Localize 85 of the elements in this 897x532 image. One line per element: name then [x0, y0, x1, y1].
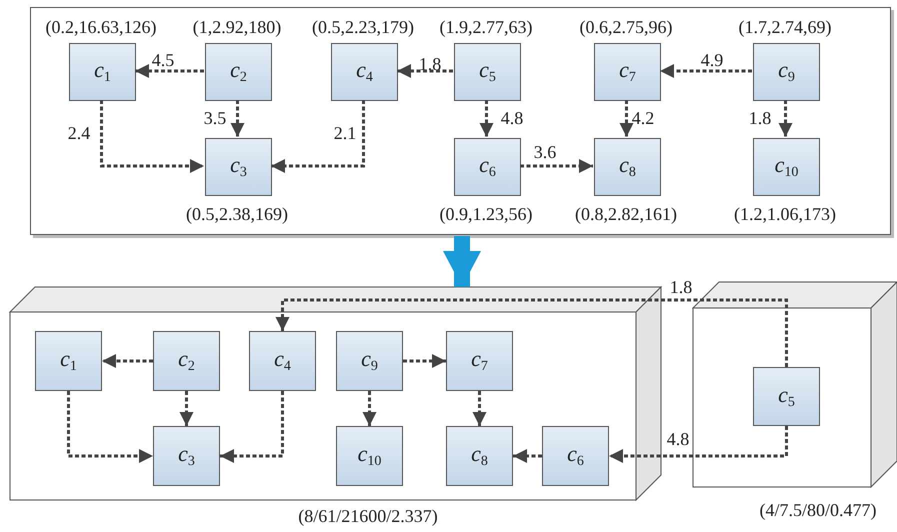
node-caption: (0.8,2.82,161) [575, 205, 677, 223]
node-label: c$_{4}$ [356, 59, 373, 85]
edge-label: 4.9 [700, 51, 724, 69]
node-label: c$_{7}$ [471, 348, 488, 374]
edge-label: 4.8 [666, 430, 690, 448]
dashed-arrow [135, 64, 204, 78]
dashed-arrow [220, 391, 284, 463]
process-box [446, 426, 513, 486]
process-box [542, 426, 609, 486]
process-box [69, 43, 136, 101]
dashed-arrow [362, 391, 376, 426]
edge-label: 4.8 [500, 109, 524, 127]
group-panel [30, 7, 891, 235]
node-caption: (0.5,2.38,169) [186, 205, 288, 223]
dashed-arrow [660, 64, 752, 78]
process-box [454, 138, 521, 196]
node-caption: (0.9,1.23,56) [440, 205, 532, 223]
node-label: c$_{8}$ [471, 443, 488, 469]
dashed-arrow [472, 391, 486, 426]
process-box [331, 43, 398, 101]
dashed-arrow [67, 391, 153, 463]
node-label: c$_{1}$ [94, 59, 111, 85]
node-caption: (1.9,2.77,63) [440, 18, 532, 36]
node-label: c$_{3}$ [178, 443, 195, 469]
edge-label: 3.6 [532, 143, 558, 161]
edge-label: 4.2 [630, 109, 656, 127]
edge-label: 1.8 [748, 109, 772, 127]
process-box [205, 138, 272, 196]
dashed-arrow [276, 298, 788, 367]
process-box [753, 138, 820, 196]
process-box [446, 331, 513, 391]
dashed-arrow [513, 449, 542, 463]
dashed-arrow [520, 159, 593, 173]
edge-label: 1.8 [668, 278, 694, 296]
edge-label: 4.5 [150, 51, 176, 69]
node-caption: (8/61/21600/2.337) [298, 507, 438, 525]
node-caption: (0.5,2.23,179) [312, 18, 414, 36]
dashed-arrow [778, 100, 792, 137]
process-box [153, 426, 220, 486]
node-label: c$_{5}$ [479, 59, 496, 85]
process-box [594, 138, 661, 196]
dashed-arrow [403, 354, 446, 368]
process-box [753, 367, 820, 426]
node-caption: (1.7,2.74,69) [738, 18, 832, 36]
process-box [249, 331, 316, 391]
node-caption: (0.6,2.75,96) [580, 18, 672, 36]
node-label: c$_{2}$ [178, 348, 195, 374]
dashed-arrow [609, 426, 788, 463]
node-label: c$_{1}$ [60, 348, 77, 374]
edge-label: 3.5 [202, 109, 228, 127]
process-box [454, 43, 521, 101]
node-label: c$_{2}$ [230, 59, 247, 85]
node-label: c$_{5}$ [778, 384, 795, 410]
node-caption: (1,2.92,180) [192, 18, 282, 36]
dashed-arrow [180, 391, 194, 426]
node-label: c$_{4}$ [274, 348, 291, 374]
edge-label: 2.1 [332, 124, 358, 142]
process-box [153, 331, 220, 391]
node-label: c$_{3}$ [230, 154, 247, 180]
block-arrow [443, 236, 481, 287]
dashed-arrow [102, 354, 153, 368]
node-label: c$_{9}$ [778, 59, 795, 85]
node-label: c$_{8}$ [619, 154, 636, 180]
dashed-arrow [271, 100, 365, 173]
node-label: c$_{6}$ [479, 154, 496, 180]
dashed-arrow [100, 100, 204, 173]
process-box [336, 331, 403, 391]
process-box [753, 43, 820, 101]
node-caption: (0.2,16.63,126) [46, 18, 156, 36]
dashed-arrow [620, 100, 634, 137]
edge-label: 2.4 [66, 124, 92, 142]
process-box [336, 426, 403, 486]
node-label: c$_{6}$ [567, 443, 584, 469]
node-caption: (4/7.5/80/0.477) [760, 501, 876, 519]
node-label: c$_{7}$ [619, 59, 636, 85]
process-box [594, 43, 661, 101]
node-label: c$_{10}$ [358, 443, 382, 469]
node-label: c$_{9}$ [361, 348, 378, 374]
node-caption: (1.2,1.06,173) [734, 205, 836, 223]
process-box [205, 43, 272, 101]
dashed-arrow [397, 64, 453, 78]
process-box [35, 331, 102, 391]
dashed-arrow [230, 100, 244, 137]
node-label: c$_{10}$ [774, 154, 798, 180]
dashed-arrow [480, 100, 494, 137]
